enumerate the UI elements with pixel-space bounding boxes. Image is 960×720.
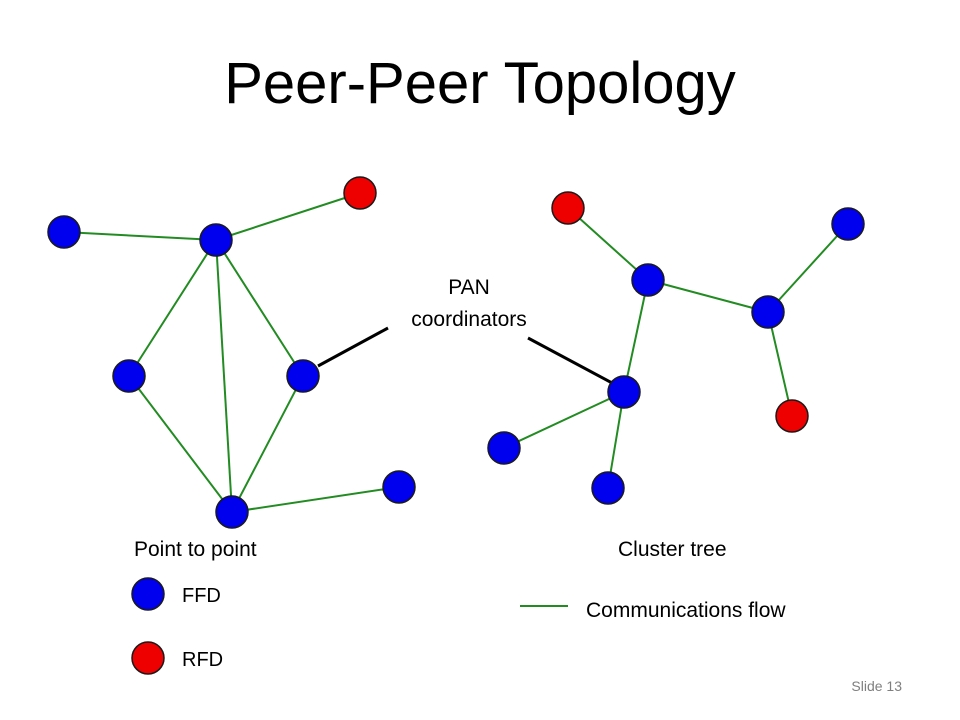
legend-rfd-label: RFD: [182, 649, 223, 671]
ffd-node: [831, 207, 865, 241]
mesh-link: [231, 486, 400, 513]
pan-label-line2: coordinators: [411, 308, 527, 331]
mesh-links: [63, 192, 400, 513]
ffd-node: [487, 431, 521, 465]
tree-links: [503, 207, 849, 489]
slide-title: Peer-Peer Topology: [224, 51, 736, 116]
legend: [131, 577, 568, 675]
mesh-link: [215, 239, 304, 377]
rfd-node: [775, 399, 809, 433]
pan-pointer-left: [317, 326, 389, 368]
ffd-node: [112, 359, 146, 393]
rfd-node: [551, 191, 585, 225]
mesh-link: [63, 231, 217, 241]
pan-pointer-right: [527, 336, 615, 386]
ffd-node: [47, 215, 81, 249]
pan-label-line1: PAN: [448, 276, 490, 299]
ffd-node: [199, 223, 233, 257]
point-to-point-label: Point to point: [134, 538, 257, 561]
tree-link: [503, 391, 625, 449]
legend-rfd-swatch: [131, 641, 165, 675]
pan-coordinator-node: [286, 359, 320, 393]
tree-nodes: [487, 191, 865, 505]
mesh-link: [231, 375, 304, 513]
pan-coordinator-node: [607, 375, 641, 409]
mesh-link: [128, 239, 217, 377]
cluster-tree-label: Cluster tree: [618, 538, 727, 561]
ffd-node: [382, 470, 416, 504]
mesh-link: [128, 375, 233, 513]
ffd-node: [215, 495, 249, 529]
mesh-link: [215, 239, 233, 513]
slide-number: Slide 13: [851, 678, 902, 694]
tree-link: [567, 207, 649, 281]
rfd-node: [343, 176, 377, 210]
legend-ffd-swatch: [131, 577, 165, 611]
pan-pointers: [317, 326, 615, 386]
legend-comm-flow-label: Communications flow: [586, 599, 786, 622]
ffd-node: [591, 471, 625, 505]
tree-link: [767, 223, 849, 313]
tree-link: [647, 279, 769, 313]
tree-link: [623, 279, 649, 393]
ffd-node: [631, 263, 665, 297]
mesh-nodes: [47, 176, 416, 529]
legend-ffd-label: FFD: [182, 585, 221, 607]
ffd-node: [751, 295, 785, 329]
tree-link: [767, 311, 793, 417]
mesh-link: [215, 192, 361, 241]
